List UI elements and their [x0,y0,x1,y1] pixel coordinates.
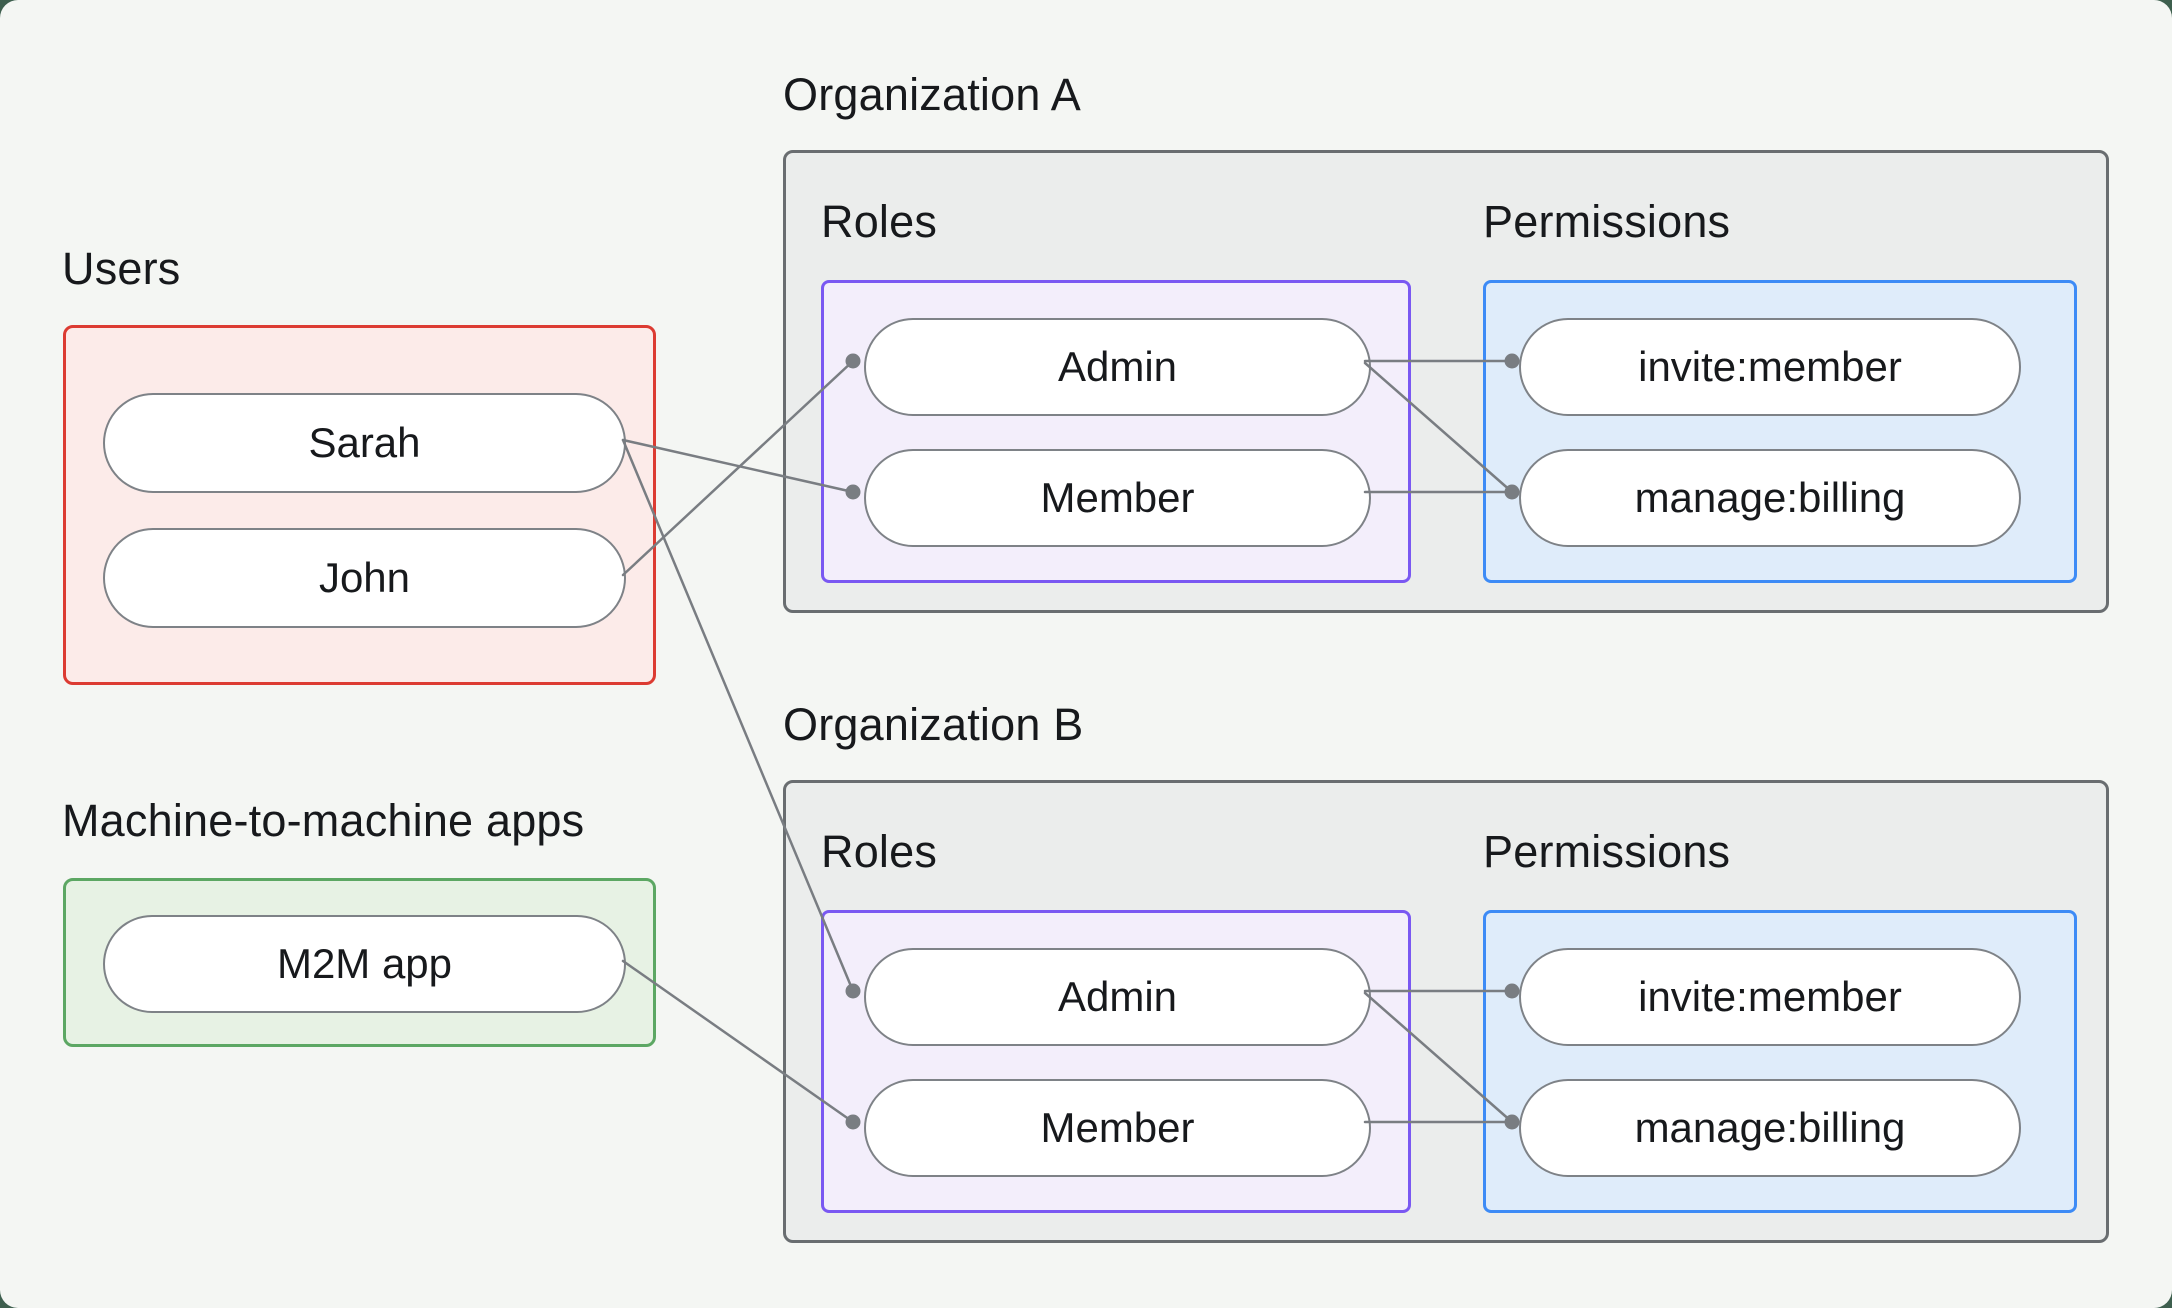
org-b-role-member-label: Member [1040,1104,1195,1151]
org-b-roles-label: Roles [821,826,938,877]
org-a-roles-label: Roles [821,196,938,247]
org-a-role-member-label: Member [1040,474,1195,521]
user-pill-sarah: Sarah [103,393,626,493]
org-b-permission-manage-billing-label: manage:billing [1634,1104,1906,1151]
org-a-permissions-label: Permissions [1483,196,1731,247]
org-b-role-admin-label: Admin [1057,973,1178,1020]
user-pill-john-label: John [318,554,411,601]
org-a-permission-invite-member-label: invite:member [1638,343,1902,390]
org-b-permission-invite-member-label: invite:member [1638,973,1902,1020]
org-a-permissions-group: invite:member manage:billing [1483,280,2077,583]
org-a-permission-manage-billing-label: manage:billing [1634,474,1906,521]
org-a-role-admin-label: Admin [1057,343,1178,390]
org-b-permissions-label: Permissions [1483,826,1731,877]
org-a-title: Organization A [783,69,1081,120]
user-pill-john: John [103,528,626,628]
org-b-roles-group: Admin Member [821,910,1411,1213]
org-a-permission-pill-manage-billing: manage:billing [1519,449,2021,547]
m2m-group-label: Machine-to-machine apps [62,795,585,846]
org-a-permission-pill-invite-member: invite:member [1519,318,2021,416]
m2m-app-pill: M2M app [103,915,626,1013]
org-b-permissions-group: invite:member manage:billing [1483,910,2077,1213]
org-b-container: Roles Admin Member Permissions invite:me… [783,780,2109,1243]
org-a-role-pill-member: Member [864,449,1371,547]
org-b-permission-pill-manage-billing: manage:billing [1519,1079,2021,1177]
org-a-role-pill-admin: Admin [864,318,1371,416]
org-b-role-pill-admin: Admin [864,948,1371,1046]
users-group: Sarah John [63,325,656,685]
m2m-app-pill-label: M2M app [276,940,453,987]
org-b-permission-pill-invite-member: invite:member [1519,948,2021,1046]
org-a-roles-group: Admin Member [821,280,1411,583]
org-b-title: Organization B [783,699,1084,750]
users-group-label: Users [62,243,181,294]
m2m-group: M2M app [63,878,656,1047]
org-a-container: Roles Admin Member Permissions invite:me… [783,150,2109,613]
user-pill-sarah-label: Sarah [308,419,421,466]
org-b-role-pill-member: Member [864,1079,1371,1177]
